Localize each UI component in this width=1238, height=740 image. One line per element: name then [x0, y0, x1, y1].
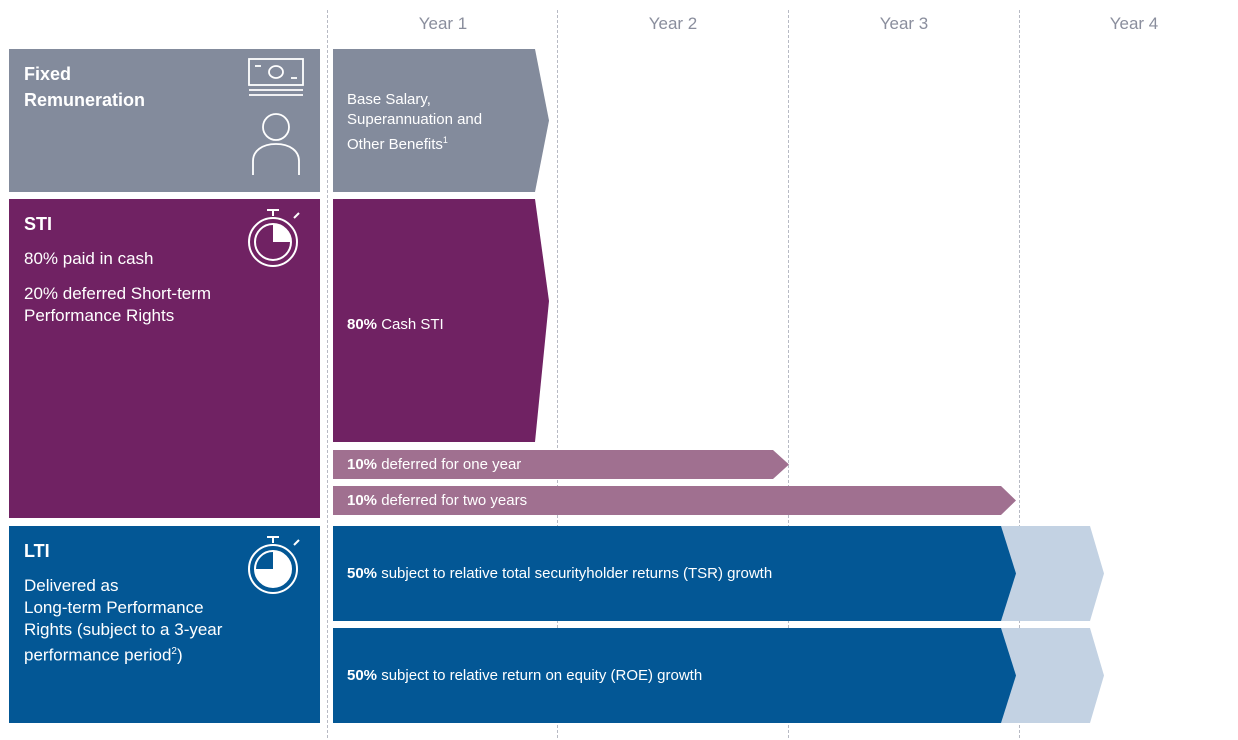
lti-line3-bold: Rights — [24, 620, 73, 639]
sti-deferred-two-years-bar: 10% deferred for two years — [333, 486, 1017, 515]
year-header-4: Year 4 — [1109, 14, 1159, 33]
year-header-2: Year 2 — [648, 14, 698, 33]
lti-roe-bar: 50% subject to relative return on equity… — [333, 628, 1017, 723]
year-header-3: Year 3 — [879, 14, 929, 33]
fixed-remuneration-box: Fixed Remuneration — [9, 49, 320, 192]
fixed-title-line2: Remuneration — [24, 90, 146, 110]
sti-cash-pct: 80% — [347, 316, 378, 333]
divider-line — [557, 10, 558, 738]
divider-line — [1019, 10, 1020, 738]
lti-line2: Long-term Performance — [24, 598, 204, 617]
sti-deferred-one-year-bar: 10% deferred for one year — [333, 450, 790, 479]
sti-def2-label: deferred for two years — [381, 492, 528, 509]
fixed-remuneration-bar: Base Salary, Superannuation and Other Be… — [333, 49, 550, 192]
lti-roe-label: subject to relative return on equity (RO… — [381, 667, 703, 684]
sti-line1: 80% paid in cash — [24, 249, 154, 268]
fixed-bar-line1: Base Salary, — [347, 91, 431, 108]
lti-tsr-pct: 50% — [347, 565, 378, 582]
person-icon — [250, 111, 302, 182]
lti-line4: performance period — [24, 645, 172, 665]
fixed-title-line1: Fixed — [24, 64, 72, 84]
footnote-2: 2 — [171, 646, 177, 657]
lti-line1: Delivered as — [24, 576, 119, 595]
sti-cash-bar: 80% Cash STI — [333, 199, 550, 442]
sti-cash-label: Cash STI — [381, 316, 444, 333]
sti-line3: Performance Rights — [24, 306, 175, 325]
stopwatch-icon — [247, 534, 307, 601]
banknote-icon — [247, 57, 305, 102]
fixed-bar-line2: Superannuation and — [347, 111, 483, 128]
sti-title: STI — [24, 214, 53, 234]
lti-box: LTI Delivered as Long-term Performance R… — [9, 526, 320, 723]
sti-line2: 20% deferred Short-term — [24, 284, 212, 303]
divider-line — [327, 10, 328, 738]
lti-line4-end: ) — [176, 645, 183, 665]
footnote-1: 1 — [442, 135, 448, 145]
stopwatch-icon — [247, 207, 307, 274]
lti-line3-rest: (subject to a 3-year — [72, 620, 223, 639]
year-header-1: Year 1 — [418, 14, 468, 33]
sti-def1-pct: 10% — [347, 456, 378, 473]
lti-roe-pct: 50% — [347, 667, 378, 684]
lti-tsr-bar: 50% subject to relative total securityho… — [333, 526, 1017, 621]
lti-title: LTI — [24, 541, 50, 561]
sti-box: STI 80% paid in cash 20% deferred Short-… — [9, 199, 320, 518]
sti-def1-label: deferred for one year — [381, 456, 522, 473]
divider-line — [788, 10, 789, 738]
sti-def2-pct: 10% — [347, 492, 378, 509]
fixed-bar-line3: Other Benefits — [347, 136, 443, 153]
lti-tsr-label: subject to relative total securityholder… — [381, 565, 773, 582]
